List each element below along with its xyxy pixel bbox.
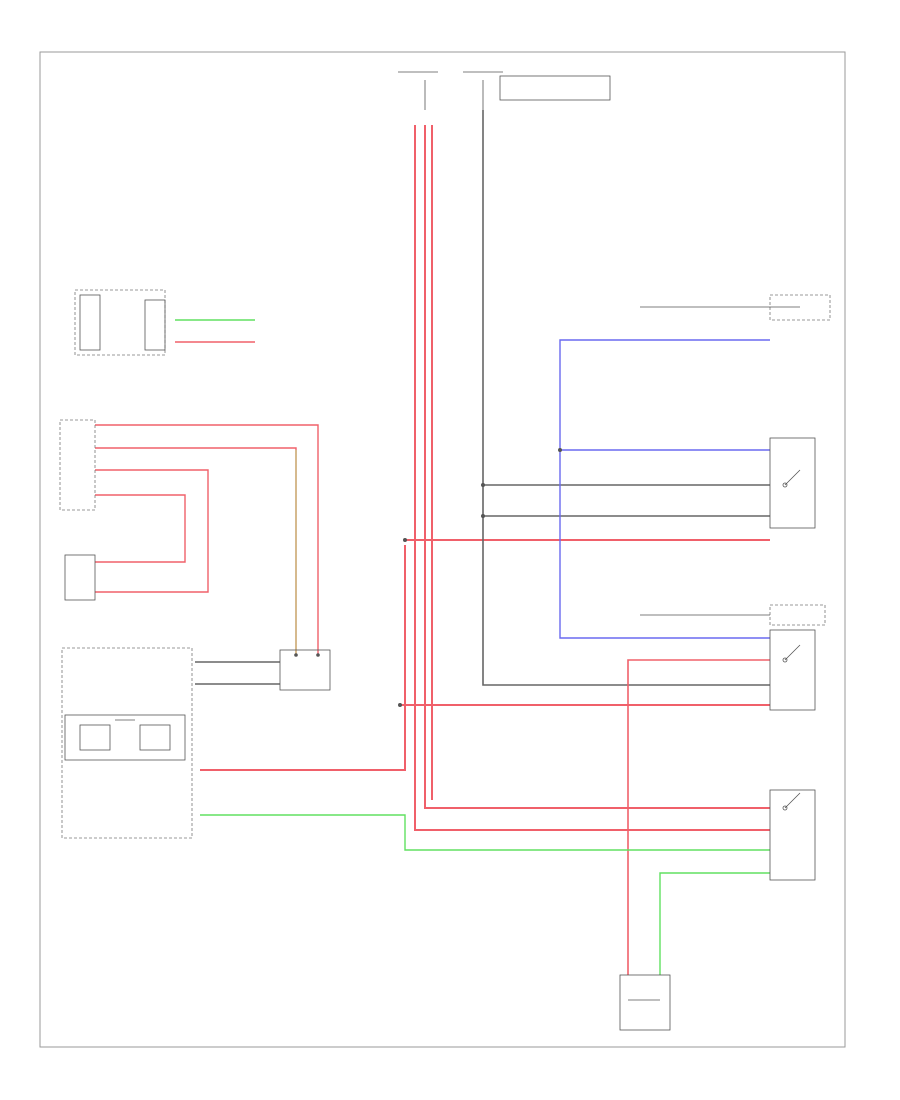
- multiplex-connector: [279, 649, 331, 691]
- junction-dots: [294, 448, 562, 707]
- connector-top-right: [769, 294, 831, 321]
- red-trunk-wires: [200, 125, 770, 831]
- green-wires: [175, 319, 770, 975]
- seat-heater-element: [619, 974, 671, 1031]
- diagram-frame: [39, 51, 846, 1048]
- blue-signal-wires: [559, 339, 770, 639]
- red-seat-wire: [627, 659, 770, 975]
- passenger-heater-switch: [769, 629, 816, 711]
- driver-heater-switch: [769, 437, 816, 529]
- passenger-connector: [769, 604, 826, 626]
- power-feed-connectors: [398, 71, 611, 110]
- rear-heater-switch: [769, 789, 816, 881]
- lower-left-block: [61, 647, 193, 839]
- left-module-wires: [95, 341, 319, 685]
- components: [59, 289, 831, 1031]
- left-sensor: [64, 554, 96, 601]
- black-ground-wires: [482, 110, 770, 686]
- engine-module: [59, 419, 96, 511]
